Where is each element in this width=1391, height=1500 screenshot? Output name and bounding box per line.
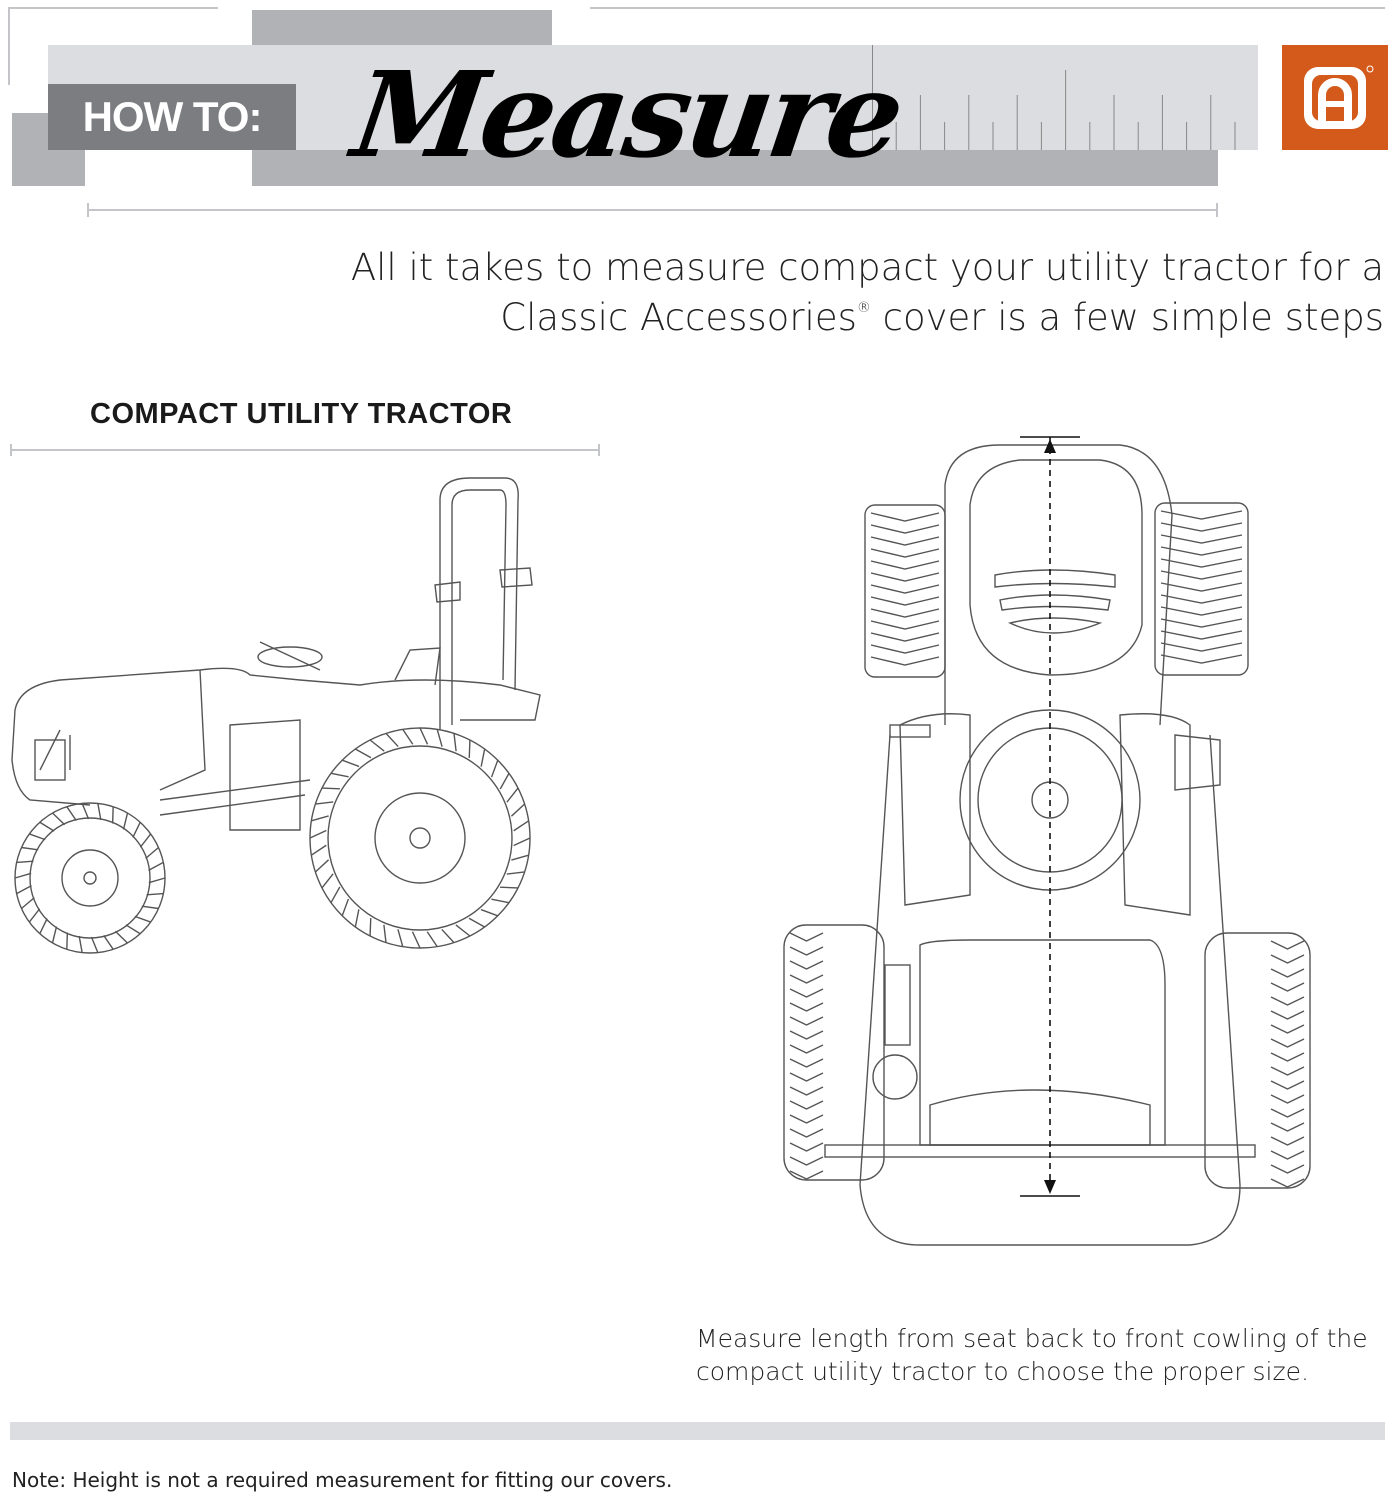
section-title: COMPACT UTILITY TRACTOR (90, 398, 513, 430)
section-divider-tick-r (598, 444, 600, 456)
bracket-bottom-tick-l (87, 203, 89, 217)
bracket-left-vertical (8, 7, 10, 85)
bracket-top-left (8, 7, 218, 9)
section-divider-tick-l (10, 444, 12, 456)
subtitle-line-1: All it takes to measure compact your uti… (350, 246, 1384, 289)
brand-logo (1282, 45, 1388, 150)
header-block-top (252, 10, 552, 45)
caption-line-1: Measure length from seat back to front c… (696, 1324, 1368, 1353)
tractor-top-view-illustration (783, 436, 1311, 1246)
registered-mark: ® (856, 300, 871, 316)
bracket-bottom-tick-r (1216, 203, 1218, 217)
header-band-lower (252, 150, 1218, 186)
howto-label: HOW TO: (48, 84, 296, 150)
bracket-top-right (590, 7, 1385, 9)
ruler-ticks (872, 45, 1236, 150)
classic-accessories-logo-icon (1304, 65, 1374, 129)
section-divider (10, 449, 600, 451)
subtitle-line-2: Classic Accessories® cover is a few simp… (500, 296, 1384, 339)
footer-divider-bar (10, 1422, 1385, 1440)
page-title: Measure (345, 45, 909, 184)
bracket-bottom (87, 209, 1218, 211)
footnote: Note: Height is not a required measureme… (12, 1468, 673, 1492)
brand-name: Classic Accessories (500, 296, 857, 339)
tractor-side-view-illustration (11, 477, 541, 954)
subtitle-line-2-rest: cover is a few simple steps (870, 296, 1384, 339)
caption-line-2: compact utility tractor to choose the pr… (696, 1357, 1309, 1386)
